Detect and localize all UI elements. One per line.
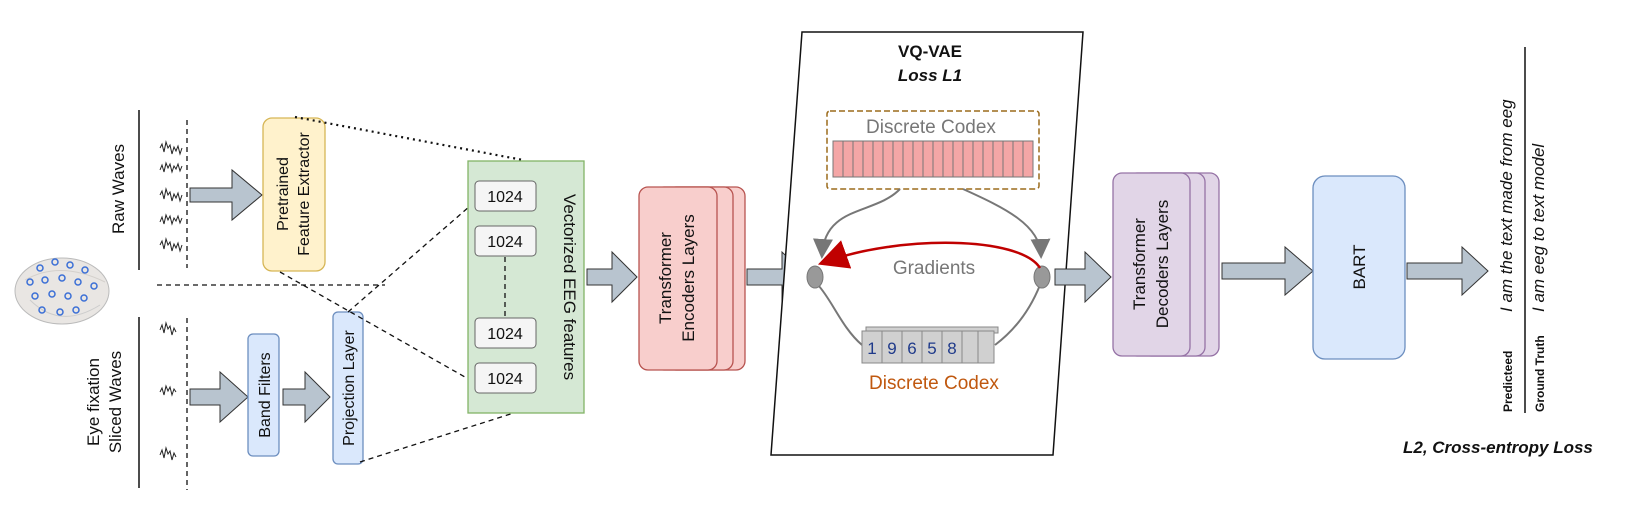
bart-label: BART xyxy=(1350,244,1369,289)
discrete-codes-strip: 1 9 6 5 8 xyxy=(861,326,999,364)
quantize-output-node xyxy=(1033,265,1051,289)
feature-value: 1024 xyxy=(487,189,523,206)
bart-block: BART xyxy=(1312,175,1406,360)
ground-truth-label: Ground Truth xyxy=(1533,335,1547,412)
gradients-label: Gradients xyxy=(893,258,975,279)
encoders-label-line1: Transformer xyxy=(656,232,675,324)
brain-icon xyxy=(14,257,110,325)
projection-layer-label: Projection Layer xyxy=(341,330,358,446)
ground-truth-text: I am eeg to text model xyxy=(1529,143,1548,312)
code-value: 9 xyxy=(887,339,896,358)
vqvae-loss: Loss L1 xyxy=(898,66,962,85)
eye-fixation-section: Eye fixation Sliced Waves xyxy=(84,317,188,490)
band-filters-block: Band Filters xyxy=(247,333,280,457)
feature-value: 1024 xyxy=(487,234,523,251)
output-section: I am the text made from eeg I am eeg to … xyxy=(1403,47,1593,457)
arrow-vqvae-to-decoders xyxy=(1054,250,1112,304)
projection-layer-block: Projection Layer xyxy=(332,311,364,465)
feature-box: 1024 xyxy=(474,317,537,349)
pretrained-feature-extractor: Pretrained Feature Extractor xyxy=(262,117,326,272)
gradients-arrow xyxy=(817,240,1042,269)
code-value: 8 xyxy=(947,339,956,358)
transformer-encoders: Transformer Encoders Layers xyxy=(638,186,746,371)
arrow-band-to-projection xyxy=(282,370,331,424)
arrow-bart-to-output xyxy=(1406,245,1489,297)
cross-entropy-loss-label: L2, Cross-entropy Loss xyxy=(1403,438,1593,457)
feature-box: 1024 xyxy=(474,362,537,394)
sliced-wave-signal xyxy=(159,321,177,461)
pretrained-label-line1: Pretrained xyxy=(275,157,292,231)
codes-to-right-node xyxy=(994,284,1041,346)
predicted-text: I am the text made from eeg xyxy=(1497,99,1516,312)
vqvae-title: VQ-VAE xyxy=(898,42,962,61)
feature-box: 1024 xyxy=(474,180,537,212)
decoders-label-line1: Transformer xyxy=(1130,218,1149,310)
arrow-raw-to-pretrained xyxy=(189,168,263,222)
raw-waves-label: Raw Waves xyxy=(109,144,128,234)
code-value: 5 xyxy=(927,339,936,358)
codex-bars xyxy=(832,140,1034,178)
feature-value: 1024 xyxy=(487,326,523,343)
codex-to-right-node xyxy=(962,188,1051,259)
raw-wave-signal xyxy=(159,140,183,253)
discrete-codex-top-label: Discrete Codex xyxy=(866,117,996,138)
feature-value: 1024 xyxy=(487,371,523,388)
decoders-label-line2: Decoders Layers xyxy=(1153,200,1172,329)
code-value: 1 xyxy=(867,339,876,358)
transformer-decoders: Transformer Decoders Layers xyxy=(1112,172,1220,357)
encoders-label-line2: Encoders Layers xyxy=(679,214,698,342)
code-value: 6 xyxy=(907,339,916,358)
raw-waves-section: Raw Waves xyxy=(109,110,188,270)
quantize-input-node xyxy=(806,265,824,289)
eye-fixation-label-line1: Eye fixation xyxy=(84,358,103,446)
arrow-features-to-encoders xyxy=(586,250,638,304)
band-filters-label: Band Filters xyxy=(257,352,274,437)
predicted-label: Predicteed xyxy=(1501,351,1515,412)
arrow-sliced-to-band xyxy=(189,370,249,424)
pretrained-label-line2: Feature Extractor xyxy=(296,132,313,256)
eye-fixation-label-line2: Sliced Waves xyxy=(106,351,125,453)
vqvae-panel: VQ-VAE Loss L1 Discrete Codex Gradients xyxy=(770,31,1084,456)
arrow-decoders-to-bart xyxy=(1221,245,1314,297)
vectorized-features-label: Vectorized EEG features xyxy=(560,194,579,380)
feature-box: 1024 xyxy=(474,225,537,257)
vectorized-eeg-features: Vectorized EEG features 1024 1024 1024 1… xyxy=(467,160,585,414)
left-node-to-codes xyxy=(817,284,863,346)
discrete-codex-bottom-label: Discrete Codex xyxy=(869,373,999,394)
